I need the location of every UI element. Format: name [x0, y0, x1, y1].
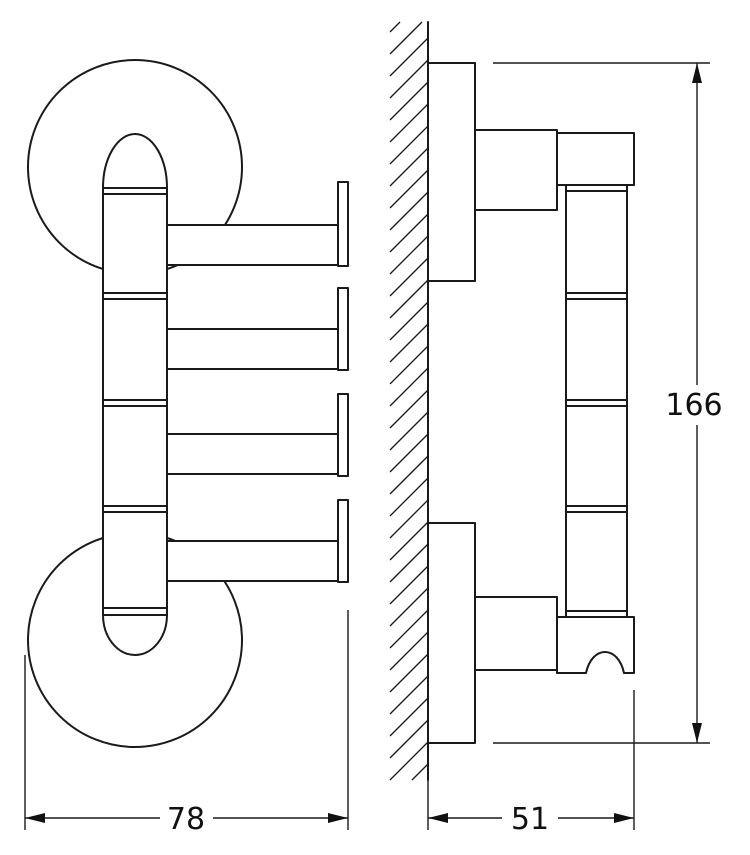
hatch-line [389, 609, 429, 649]
top-wall-plate [427, 62, 476, 282]
hatch-line [389, 37, 429, 77]
hatch-line [389, 191, 429, 231]
hatch-line [389, 587, 429, 627]
hatch-line [389, 389, 429, 429]
bottom-connector [474, 596, 558, 671]
dimension-depth-label: 51 [511, 802, 549, 837]
hatch-line [389, 455, 429, 495]
hatch-line [389, 719, 429, 759]
top-column-cap [556, 132, 635, 186]
hatch-line [389, 675, 429, 715]
hatch-line [389, 433, 429, 473]
hatch-line [389, 213, 429, 253]
swivel-arms [154, 181, 349, 583]
hatch-line [389, 565, 429, 605]
bottom-column-cap [556, 616, 635, 674]
top-connector [474, 129, 558, 211]
hatch-line [389, 697, 429, 737]
hatch-line [389, 323, 429, 363]
bottom-wall-plate [427, 522, 476, 744]
hatch-line [389, 543, 429, 583]
wall-hatching [389, 21, 429, 781]
arm-1 [154, 181, 349, 267]
hatch-line [389, 81, 429, 121]
vertical-column [102, 187, 168, 616]
hatch-line [389, 59, 429, 99]
hatch-line [389, 279, 429, 319]
hatch-line [389, 21, 401, 33]
arm-4 [154, 499, 349, 583]
top-cap-knob [102, 133, 168, 189]
hatch-line [389, 521, 429, 561]
hatch-line [389, 257, 429, 297]
hatch-line [389, 147, 429, 187]
hatch-line [389, 125, 429, 165]
front-view: 78 [24, 59, 349, 837]
dimension-width: 78 [25, 802, 348, 837]
dimension-depth: 51 [428, 802, 634, 837]
hatch-line [389, 301, 429, 341]
hatch-line [389, 499, 429, 539]
hatch-line [389, 169, 429, 209]
dimension-height: 166 [665, 63, 723, 743]
dimension-width-label: 78 [167, 802, 205, 837]
hatch-line [389, 741, 429, 781]
hatch-line [389, 653, 429, 693]
arm-2 [154, 287, 349, 371]
hatch-line [389, 367, 429, 407]
side-column [556, 184, 635, 618]
hatch-line [389, 411, 429, 451]
hatch-line [389, 477, 429, 517]
hatch-line [389, 631, 429, 671]
hatch-line [389, 103, 429, 143]
bottom-cap-knob [102, 614, 168, 656]
hatch-line [411, 763, 429, 781]
hatch-line [389, 21, 423, 55]
side-view: 166 51 [389, 21, 723, 837]
hatch-line [389, 235, 429, 275]
dimension-height-label: 166 [665, 388, 722, 423]
hatch-line [389, 345, 429, 385]
arm-3 [154, 393, 349, 477]
